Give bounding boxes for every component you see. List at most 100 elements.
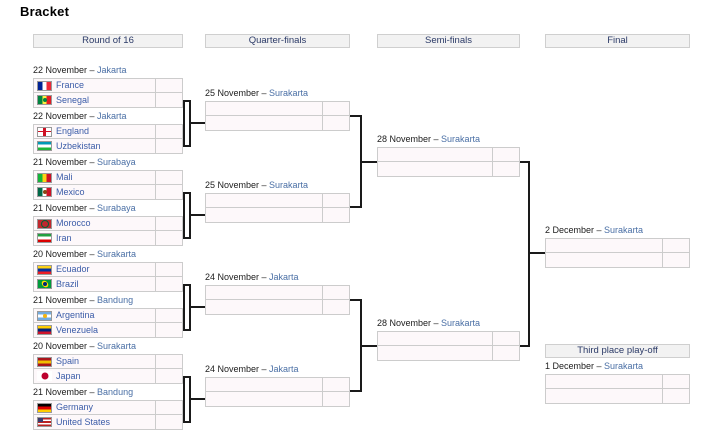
score-cell[interactable] [492, 148, 519, 161]
score-cell[interactable] [322, 102, 349, 115]
team-cell[interactable]: Japan [34, 369, 155, 383]
match-row[interactable]: Mali [33, 170, 183, 185]
score-cell[interactable] [155, 323, 182, 337]
score-cell[interactable] [322, 392, 349, 406]
team-cell[interactable]: Iran [34, 231, 155, 245]
match-row[interactable] [205, 116, 350, 131]
score-cell[interactable] [322, 286, 349, 299]
match-row[interactable] [205, 101, 350, 116]
match-row[interactable]: Mexico [33, 185, 183, 200]
score-cell[interactable] [155, 79, 182, 92]
match-row[interactable]: Argentina [33, 308, 183, 323]
score-cell[interactable] [662, 239, 689, 252]
match-row[interactable]: Iran [33, 231, 183, 246]
match-row[interactable] [205, 300, 350, 315]
match-row[interactable] [205, 193, 350, 208]
match-row[interactable]: Ecuador [33, 262, 183, 277]
team-cell[interactable] [206, 378, 322, 391]
team-cell[interactable] [378, 346, 492, 360]
match-row[interactable]: Uzbekistan [33, 139, 183, 154]
date-venue-separator: – [87, 111, 98, 121]
match-row[interactable] [205, 392, 350, 407]
match-row[interactable] [545, 238, 690, 253]
match-row[interactable] [377, 162, 520, 177]
match-row[interactable]: Germany [33, 400, 183, 415]
team-cell[interactable] [378, 332, 492, 345]
score-cell[interactable] [155, 171, 182, 184]
team-cell[interactable]: France [34, 79, 155, 92]
team-cell[interactable] [546, 375, 662, 388]
team-cell[interactable] [206, 300, 322, 314]
team-cell[interactable] [206, 102, 322, 115]
score-cell[interactable] [322, 378, 349, 391]
team-cell[interactable] [206, 392, 322, 406]
match-date-text: 21 November [33, 295, 88, 305]
team-cell[interactable]: United States [34, 415, 155, 429]
team-cell[interactable]: Morocco [34, 217, 155, 230]
match-row[interactable]: Japan [33, 369, 183, 384]
team-cell[interactable]: England [34, 125, 155, 138]
score-cell[interactable] [155, 355, 182, 368]
match-row[interactable] [205, 377, 350, 392]
match-row[interactable]: Spain [33, 354, 183, 369]
score-cell[interactable] [155, 369, 182, 383]
team-cell[interactable]: Ecuador [34, 263, 155, 276]
match-row[interactable]: France [33, 78, 183, 93]
match-row[interactable] [545, 253, 690, 268]
team-cell[interactable] [546, 239, 662, 252]
team-cell[interactable]: Brazil [34, 277, 155, 291]
score-cell[interactable] [155, 139, 182, 153]
score-cell[interactable] [322, 116, 349, 130]
match-row[interactable] [377, 147, 520, 162]
team-cell[interactable] [378, 148, 492, 161]
match-row[interactable]: Senegal [33, 93, 183, 108]
score-cell[interactable] [662, 375, 689, 388]
round-header-4: Final [545, 34, 690, 48]
team-cell[interactable]: Uzbekistan [34, 139, 155, 153]
score-cell[interactable] [155, 217, 182, 230]
score-cell[interactable] [492, 332, 519, 345]
score-cell[interactable] [155, 415, 182, 429]
team-cell[interactable] [378, 162, 492, 176]
score-cell[interactable] [322, 208, 349, 222]
match-row[interactable]: Brazil [33, 277, 183, 292]
team-cell[interactable] [206, 194, 322, 207]
score-cell[interactable] [322, 194, 349, 207]
match-row[interactable]: United States [33, 415, 183, 430]
score-cell[interactable] [155, 185, 182, 199]
match-row[interactable]: Morocco [33, 216, 183, 231]
score-cell[interactable] [155, 263, 182, 276]
team-cell[interactable]: Germany [34, 401, 155, 414]
score-cell[interactable] [155, 309, 182, 322]
match-row[interactable]: England [33, 124, 183, 139]
team-cell[interactable] [546, 253, 662, 267]
team-cell[interactable]: Mexico [34, 185, 155, 199]
match-row[interactable] [205, 208, 350, 223]
team-cell[interactable]: Mali [34, 171, 155, 184]
team-cell[interactable] [206, 208, 322, 222]
score-cell[interactable] [492, 162, 519, 176]
team-cell[interactable]: Argentina [34, 309, 155, 322]
score-cell[interactable] [155, 125, 182, 138]
score-cell[interactable] [322, 300, 349, 314]
team-cell[interactable] [546, 389, 662, 403]
match-row[interactable] [377, 331, 520, 346]
team-cell[interactable]: Senegal [34, 93, 155, 107]
team-cell[interactable] [206, 116, 322, 130]
score-cell[interactable] [662, 253, 689, 267]
match-row[interactable] [205, 285, 350, 300]
team-cell[interactable]: Spain [34, 355, 155, 368]
score-cell[interactable] [155, 401, 182, 414]
match-row[interactable] [545, 389, 690, 404]
team-cell[interactable]: Venezuela [34, 323, 155, 337]
score-cell[interactable] [155, 93, 182, 107]
match-row[interactable]: Venezuela [33, 323, 183, 338]
team-cell[interactable] [206, 286, 322, 299]
score-cell[interactable] [492, 346, 519, 360]
score-cell[interactable] [155, 277, 182, 291]
score-cell[interactable] [155, 231, 182, 245]
match-row[interactable] [377, 346, 520, 361]
sf-match-2-box [377, 331, 520, 361]
score-cell[interactable] [662, 389, 689, 403]
match-row[interactable] [545, 374, 690, 389]
